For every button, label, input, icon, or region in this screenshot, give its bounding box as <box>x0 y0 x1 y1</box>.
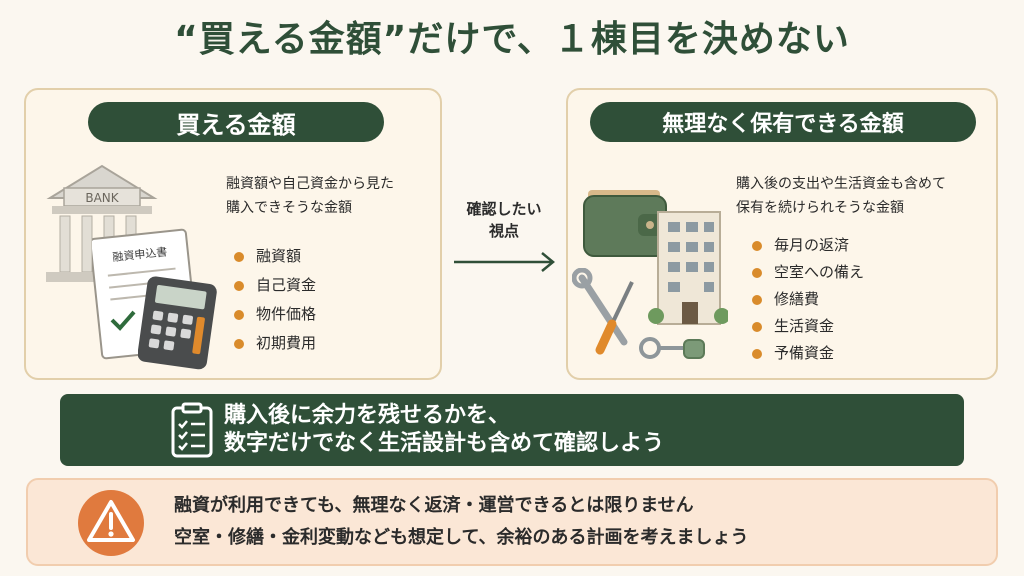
description-line: 購入できそうな金額 <box>226 200 352 216</box>
bullet-icon <box>234 309 244 320</box>
description-line: 融資額や自己資金から見た <box>226 176 394 192</box>
page-title: “買える金額”だけで、１棟目を決めない <box>174 19 850 60</box>
list-item: 生活資金 <box>752 313 864 340</box>
description-line: 購入後の支出や生活資金も含めて <box>736 176 946 192</box>
list-item: 融資額 <box>234 242 316 271</box>
bank-label: BANK <box>85 191 119 205</box>
check-viewpoint-label: 確認したい 視点 <box>466 200 542 240</box>
bullet-icon <box>752 348 762 359</box>
list-item: 初期費用 <box>234 329 316 358</box>
warning-text: 融資が利用できても、無理なく返済・運営できるとは限りません 空室・修繕・金利変動… <box>174 495 749 548</box>
bullet-icon <box>752 267 762 278</box>
bullet-icon <box>752 240 762 251</box>
clipboard-checklist-icon <box>171 402 213 458</box>
key-message-text: 購入後に余力を残せるかを、 数字だけでなく生活設計も含めて確認しよう <box>224 403 665 456</box>
tools-icon <box>572 268 634 355</box>
list-item: 修繕費 <box>752 286 864 313</box>
key-icon <box>639 337 705 359</box>
bullet-icon <box>752 294 762 305</box>
arrow-right-icon <box>454 252 555 272</box>
apartment-building-icon <box>648 211 728 325</box>
sustainable-amount-heading: 無理なく保有できる金額 <box>590 102 976 142</box>
list-item: 毎月の返済 <box>752 232 864 259</box>
bullet-icon <box>234 338 244 349</box>
warning-box: 融資が利用できても、無理なく返済・運営できるとは限りません 空室・修繕・金利変動… <box>26 478 998 566</box>
buyable-amount-heading: 買える金額 <box>88 102 384 142</box>
bullet-icon <box>234 280 244 291</box>
bullet-icon <box>234 251 244 262</box>
description-line: 保有を続けられそうな金額 <box>736 200 904 216</box>
list-item: 予備資金 <box>752 340 864 367</box>
form-label: 融資申込書 <box>112 244 168 264</box>
buyable-amount-list: 融資額 自己資金 物件価格 初期費用 <box>234 242 316 358</box>
key-message-banner: 購入後に余力を残せるかを、 数字だけでなく生活設計も含めて確認しよう <box>60 394 964 466</box>
list-item: 空室への備え <box>752 259 864 286</box>
sustainable-amount-panel: 無理なく保有できる金額 購入後の支出や生活資金も含めて 保有を続けられそうな金額… <box>566 88 998 380</box>
list-item: 物件価格 <box>234 300 316 329</box>
warning-icon <box>78 490 144 556</box>
list-item: 自己資金 <box>234 271 316 300</box>
buyable-amount-description: 融資額や自己資金から見た 購入できそうな金額 <box>226 172 436 220</box>
calculator-icon <box>138 276 217 370</box>
sustainable-amount-list: 毎月の返済 空室への備え 修繕費 生活資金 予備資金 <box>752 232 864 367</box>
buyable-amount-panel: 買える金額 BANK 融資申込書 融資額や自己資金から見た 購入できそうな金額 <box>24 88 442 380</box>
sustainable-amount-description: 購入後の支出や生活資金も含めて 保有を続けられそうな金額 <box>736 172 986 220</box>
bullet-icon <box>752 321 762 332</box>
